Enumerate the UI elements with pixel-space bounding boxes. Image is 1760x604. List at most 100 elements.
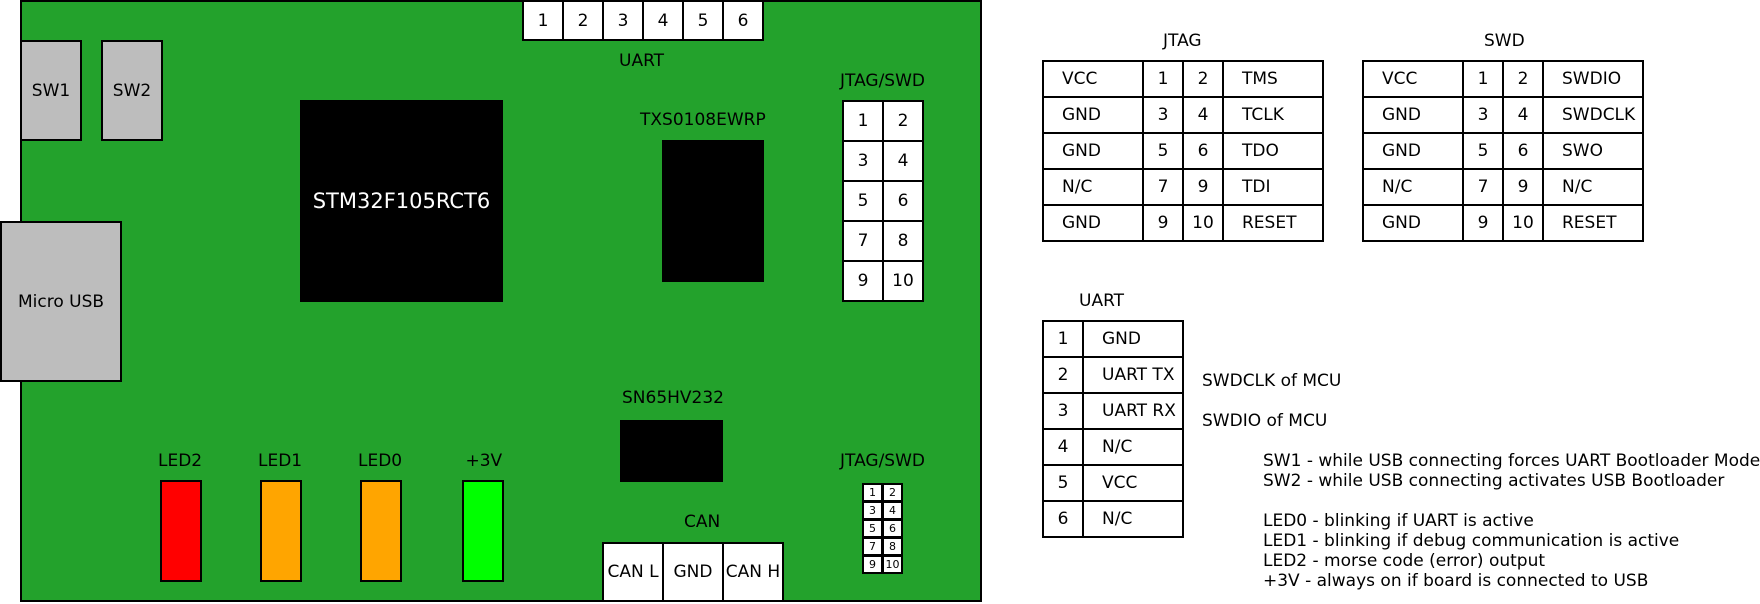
- legend-sw2: SW2 - while USB connecting activates USB…: [1263, 471, 1725, 491]
- table-cell: 6: [1042, 500, 1084, 538]
- table-cell: VCC: [1082, 464, 1184, 502]
- uart-header-pin: 5: [682, 0, 724, 41]
- legend-sw1: SW1 - while USB connecting forces UART B…: [1263, 451, 1760, 471]
- table-cell: 5: [1142, 132, 1184, 170]
- led-indicator: [462, 480, 504, 582]
- table-cell: 3: [1462, 96, 1504, 134]
- rs232-chip: [620, 420, 723, 482]
- jtag-small-pin: 1: [862, 483, 883, 502]
- table-cell: 2: [1042, 356, 1084, 394]
- table-cell: 4: [1042, 428, 1084, 466]
- table-cell: TDI: [1222, 168, 1324, 206]
- table-cell: 4: [1502, 96, 1544, 134]
- jtag-swd-small-label: JTAG/SWD: [840, 451, 925, 471]
- table-cell: 1: [1042, 320, 1084, 358]
- mcu-chip: STM32F105RCT6: [300, 100, 503, 302]
- table-cell: 10: [1502, 204, 1544, 242]
- table-cell: GND: [1042, 204, 1144, 242]
- table-cell: 10: [1182, 204, 1224, 242]
- micro-usb-port[interactable]: Micro USB: [0, 221, 122, 382]
- led-indicator: [260, 480, 302, 582]
- level-shifter-chip: [662, 140, 764, 282]
- table-cell: 3: [1042, 392, 1084, 430]
- jtag-small-pin: 2: [882, 483, 903, 502]
- led-indicator: [360, 480, 402, 582]
- jtag-small-pin: 4: [882, 501, 903, 520]
- micro-usb-label: Micro USB: [17, 291, 105, 312]
- jtag-small-pin: 8: [882, 537, 903, 556]
- jtag-large-pin: 7: [842, 220, 884, 262]
- jtag-large-pin: 10: [882, 260, 924, 302]
- uart-header-pin: 3: [602, 0, 644, 41]
- table-cell: 3: [1142, 96, 1184, 134]
- sw2-button[interactable]: SW2: [101, 40, 163, 141]
- table-cell: 1: [1142, 60, 1184, 98]
- table-cell: GND: [1362, 96, 1464, 134]
- table-cell: N/C: [1542, 168, 1644, 206]
- table-cell: N/C: [1082, 428, 1184, 466]
- jtag-swd-large-label: JTAG/SWD: [840, 71, 925, 91]
- uart-header-label: UART: [619, 51, 665, 71]
- jtag-small-pin: 10: [882, 555, 903, 574]
- table-cell: 2: [1182, 60, 1224, 98]
- uart-header-pin: 4: [642, 0, 684, 41]
- table-cell: VCC: [1042, 60, 1144, 98]
- table-cell: GND: [1042, 96, 1144, 134]
- table-cell: VCC: [1362, 60, 1464, 98]
- can-pin: CAN H: [722, 542, 784, 602]
- table-cell: 1: [1462, 60, 1504, 98]
- table-cell: 9: [1142, 204, 1184, 242]
- table-cell: TCLK: [1222, 96, 1324, 134]
- rs232-label: SN65HV232: [622, 388, 724, 408]
- uart-rx-note: SWDIO of MCU: [1202, 411, 1328, 431]
- jtag-large-pin: 1: [842, 100, 884, 142]
- table-cell: GND: [1082, 320, 1184, 358]
- table-cell: 5: [1462, 132, 1504, 170]
- jtag-large-pin: 9: [842, 260, 884, 302]
- sw1-button[interactable]: SW1: [20, 40, 82, 141]
- led-label: LED0: [358, 451, 403, 471]
- table-cell: SWDIO: [1542, 60, 1644, 98]
- table-cell: N/C: [1082, 500, 1184, 538]
- table-cell: GND: [1362, 132, 1464, 170]
- jtag-small-pin: 7: [862, 537, 883, 556]
- legend-3v: +3V - always on if board is connected to…: [1263, 571, 1649, 591]
- table-cell: 5: [1042, 464, 1084, 502]
- jtag-large-pin: 4: [882, 140, 924, 182]
- sw1-label: SW1: [31, 80, 71, 101]
- legend-led0: LED0 - blinking if UART is active: [1263, 511, 1534, 531]
- table-cell: TDO: [1222, 132, 1324, 170]
- led-label: LED2: [158, 451, 203, 471]
- jtag-large-pin: 8: [882, 220, 924, 262]
- table-cell: RESET: [1542, 204, 1644, 242]
- uart-header-pin: 6: [722, 0, 764, 41]
- table-cell: TMS: [1222, 60, 1324, 98]
- jtag-small-pin: 3: [862, 501, 883, 520]
- uart-table-title: UART: [1079, 291, 1125, 311]
- table-cell: 7: [1142, 168, 1184, 206]
- table-cell: UART TX: [1082, 356, 1184, 394]
- table-cell: 9: [1462, 204, 1504, 242]
- can-label: CAN: [684, 512, 721, 532]
- table-cell: 2: [1502, 60, 1544, 98]
- table-cell: 9: [1182, 168, 1224, 206]
- jtag-small-pin: 6: [882, 519, 903, 538]
- table-cell: 9: [1502, 168, 1544, 206]
- table-cell: GND: [1362, 204, 1464, 242]
- jtag-large-pin: 5: [842, 180, 884, 222]
- jtag-large-pin: 2: [882, 100, 924, 142]
- table-cell: 7: [1462, 168, 1504, 206]
- table-cell: N/C: [1362, 168, 1464, 206]
- table-cell: 4: [1182, 96, 1224, 134]
